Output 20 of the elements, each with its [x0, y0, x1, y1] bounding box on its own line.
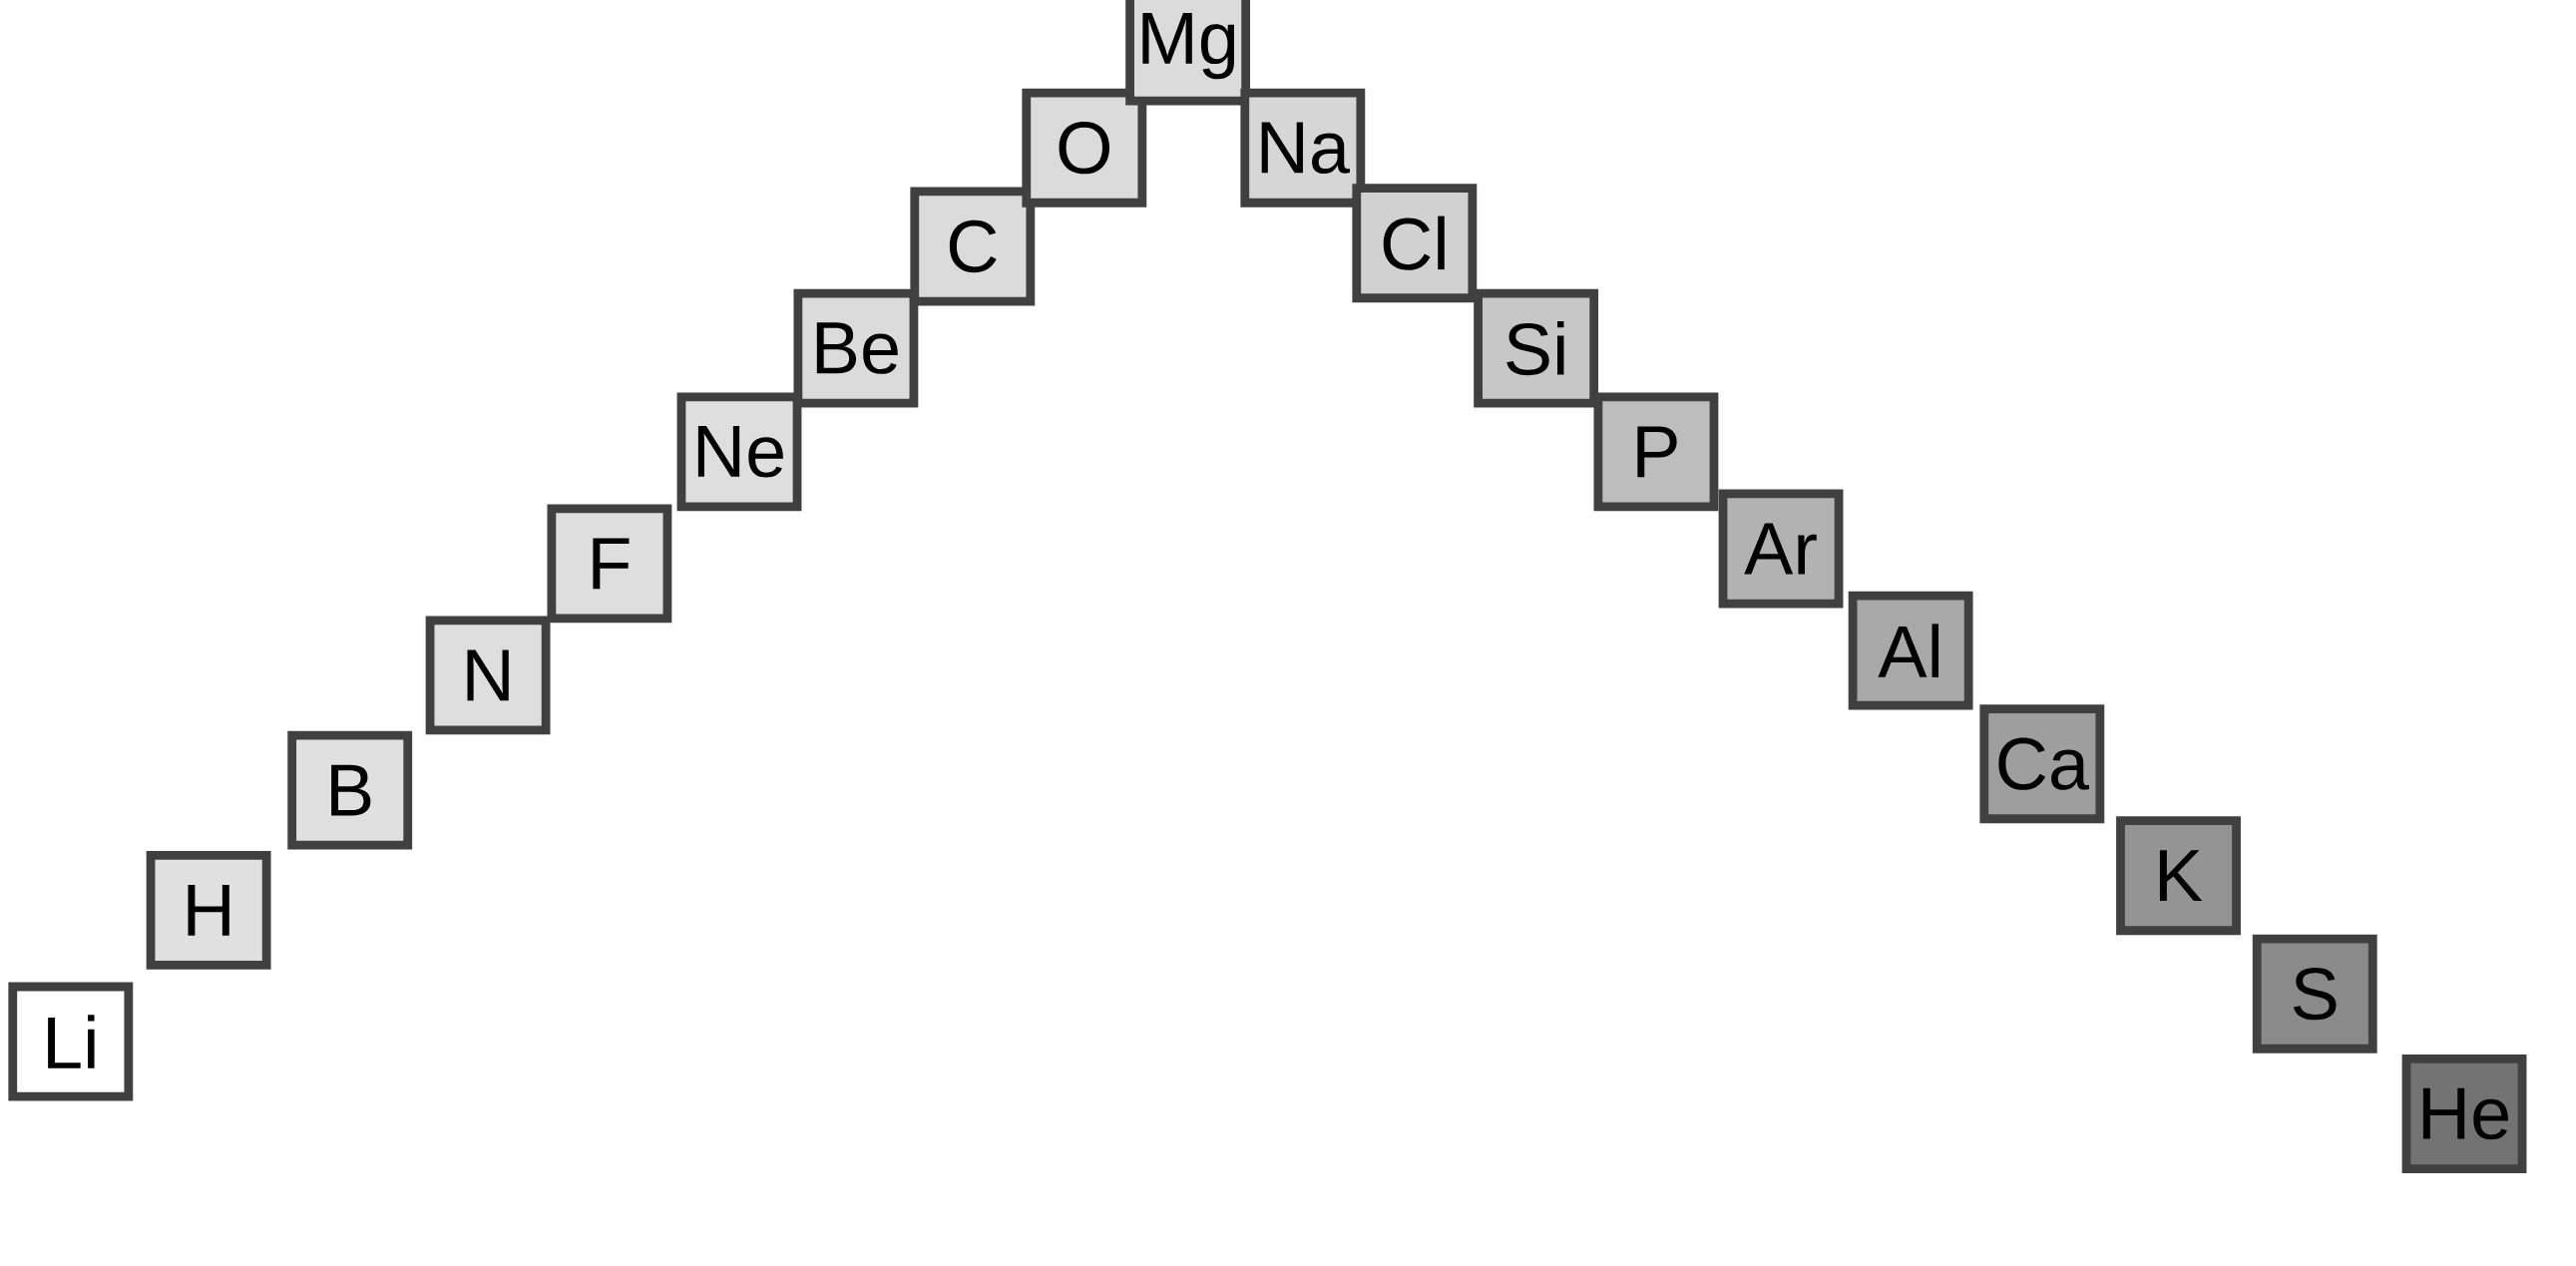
- element-box: O: [1022, 88, 1147, 208]
- element-box: S: [2252, 934, 2377, 1054]
- element-box: C: [910, 187, 1036, 306]
- element-box: Be: [793, 288, 919, 408]
- element-box: F: [547, 504, 672, 624]
- element-box: P: [1593, 392, 1719, 512]
- element-box: Cl: [1352, 184, 1478, 303]
- element-box: He: [2401, 1055, 2527, 1173]
- element-box: H: [146, 850, 271, 970]
- element-box: B: [287, 730, 413, 850]
- element-box: Al: [1848, 591, 1973, 710]
- element-box: Li: [8, 982, 134, 1101]
- element-box: N: [425, 616, 551, 735]
- element-box: Mg: [1125, 0, 1251, 106]
- element-box: Ne: [676, 392, 802, 512]
- element-box: Si: [1474, 288, 1599, 408]
- element-box: K: [2116, 816, 2241, 936]
- element-box: Ar: [1718, 489, 1844, 609]
- element-box: Ca: [1979, 704, 2105, 824]
- element-box: Na: [1240, 88, 1366, 208]
